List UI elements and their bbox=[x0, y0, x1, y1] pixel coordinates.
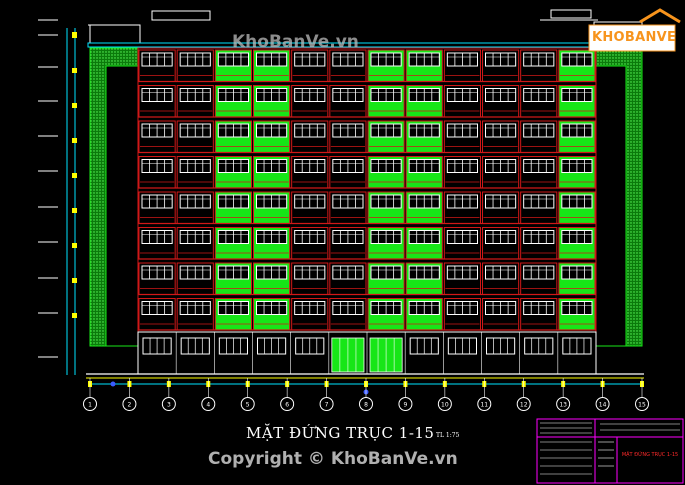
axis-label: 14 bbox=[599, 402, 607, 409]
axis-bubble bbox=[477, 397, 492, 411]
axis-bubble bbox=[122, 397, 137, 411]
logo-text: KHOBANVE bbox=[592, 30, 677, 45]
axis-label: 8 bbox=[364, 402, 368, 409]
level-dim-line bbox=[66, 28, 76, 375]
floor-row bbox=[138, 120, 596, 154]
title-block-name: MẶT ĐỨNG TRỤC 1-15 bbox=[621, 452, 679, 458]
floors bbox=[138, 49, 596, 331]
floor-row bbox=[138, 85, 596, 118]
axis-label: 7 bbox=[325, 402, 329, 409]
axis-bubble bbox=[201, 397, 216, 411]
axis-label: 3 bbox=[167, 402, 171, 409]
axis-label: 13 bbox=[559, 402, 567, 409]
axis-bubble bbox=[161, 397, 176, 411]
floor-row bbox=[138, 227, 596, 260]
title-block bbox=[536, 418, 684, 484]
axis-bubble bbox=[83, 397, 97, 411]
level-markers bbox=[38, 19, 58, 358]
copyright-watermark: Copyright © KhoBanVe.vn bbox=[208, 449, 458, 469]
drawing-title: MẶT ĐỨNG TRỤC 1-15 bbox=[246, 424, 435, 442]
title-block-lines bbox=[540, 422, 680, 475]
level-ticks bbox=[72, 32, 77, 318]
axis-label: 4 bbox=[206, 402, 210, 409]
axis-label: 10 bbox=[441, 402, 449, 409]
floor-row bbox=[138, 298, 596, 331]
logo-house-icon bbox=[588, 8, 681, 52]
axis-bubble bbox=[437, 397, 452, 411]
floor-row bbox=[138, 262, 596, 296]
axis-bubble bbox=[516, 397, 531, 411]
axis-bubble bbox=[595, 397, 610, 411]
facade bbox=[137, 47, 597, 349]
axis-bubble bbox=[556, 397, 571, 411]
axis-label: 15 bbox=[638, 402, 646, 409]
axis-label: 2 bbox=[128, 402, 132, 409]
axis-label: 12 bbox=[520, 402, 528, 409]
axis-bubble bbox=[280, 397, 295, 411]
axis-bubble bbox=[359, 397, 373, 411]
drawing-scale: TL 1:75 bbox=[436, 432, 460, 439]
axis-bubble bbox=[398, 397, 413, 411]
axis-label: 5 bbox=[246, 402, 250, 409]
ground-floor bbox=[137, 331, 597, 375]
roof-parapet bbox=[89, 24, 141, 44]
axis-label: 1 bbox=[88, 402, 92, 409]
axis-label: 11 bbox=[480, 402, 488, 409]
axis-label: 6 bbox=[285, 402, 289, 409]
floor-row bbox=[138, 156, 596, 189]
axis-bubble bbox=[635, 397, 649, 411]
floor-row bbox=[138, 49, 596, 83]
axis-label: 9 bbox=[404, 402, 408, 409]
floor-row bbox=[138, 191, 596, 225]
axis-bubble bbox=[319, 397, 334, 411]
watermark-top: KhoBanVe.vn bbox=[232, 32, 359, 52]
axis-bubble bbox=[240, 397, 255, 411]
roof-labels bbox=[88, 9, 598, 26]
